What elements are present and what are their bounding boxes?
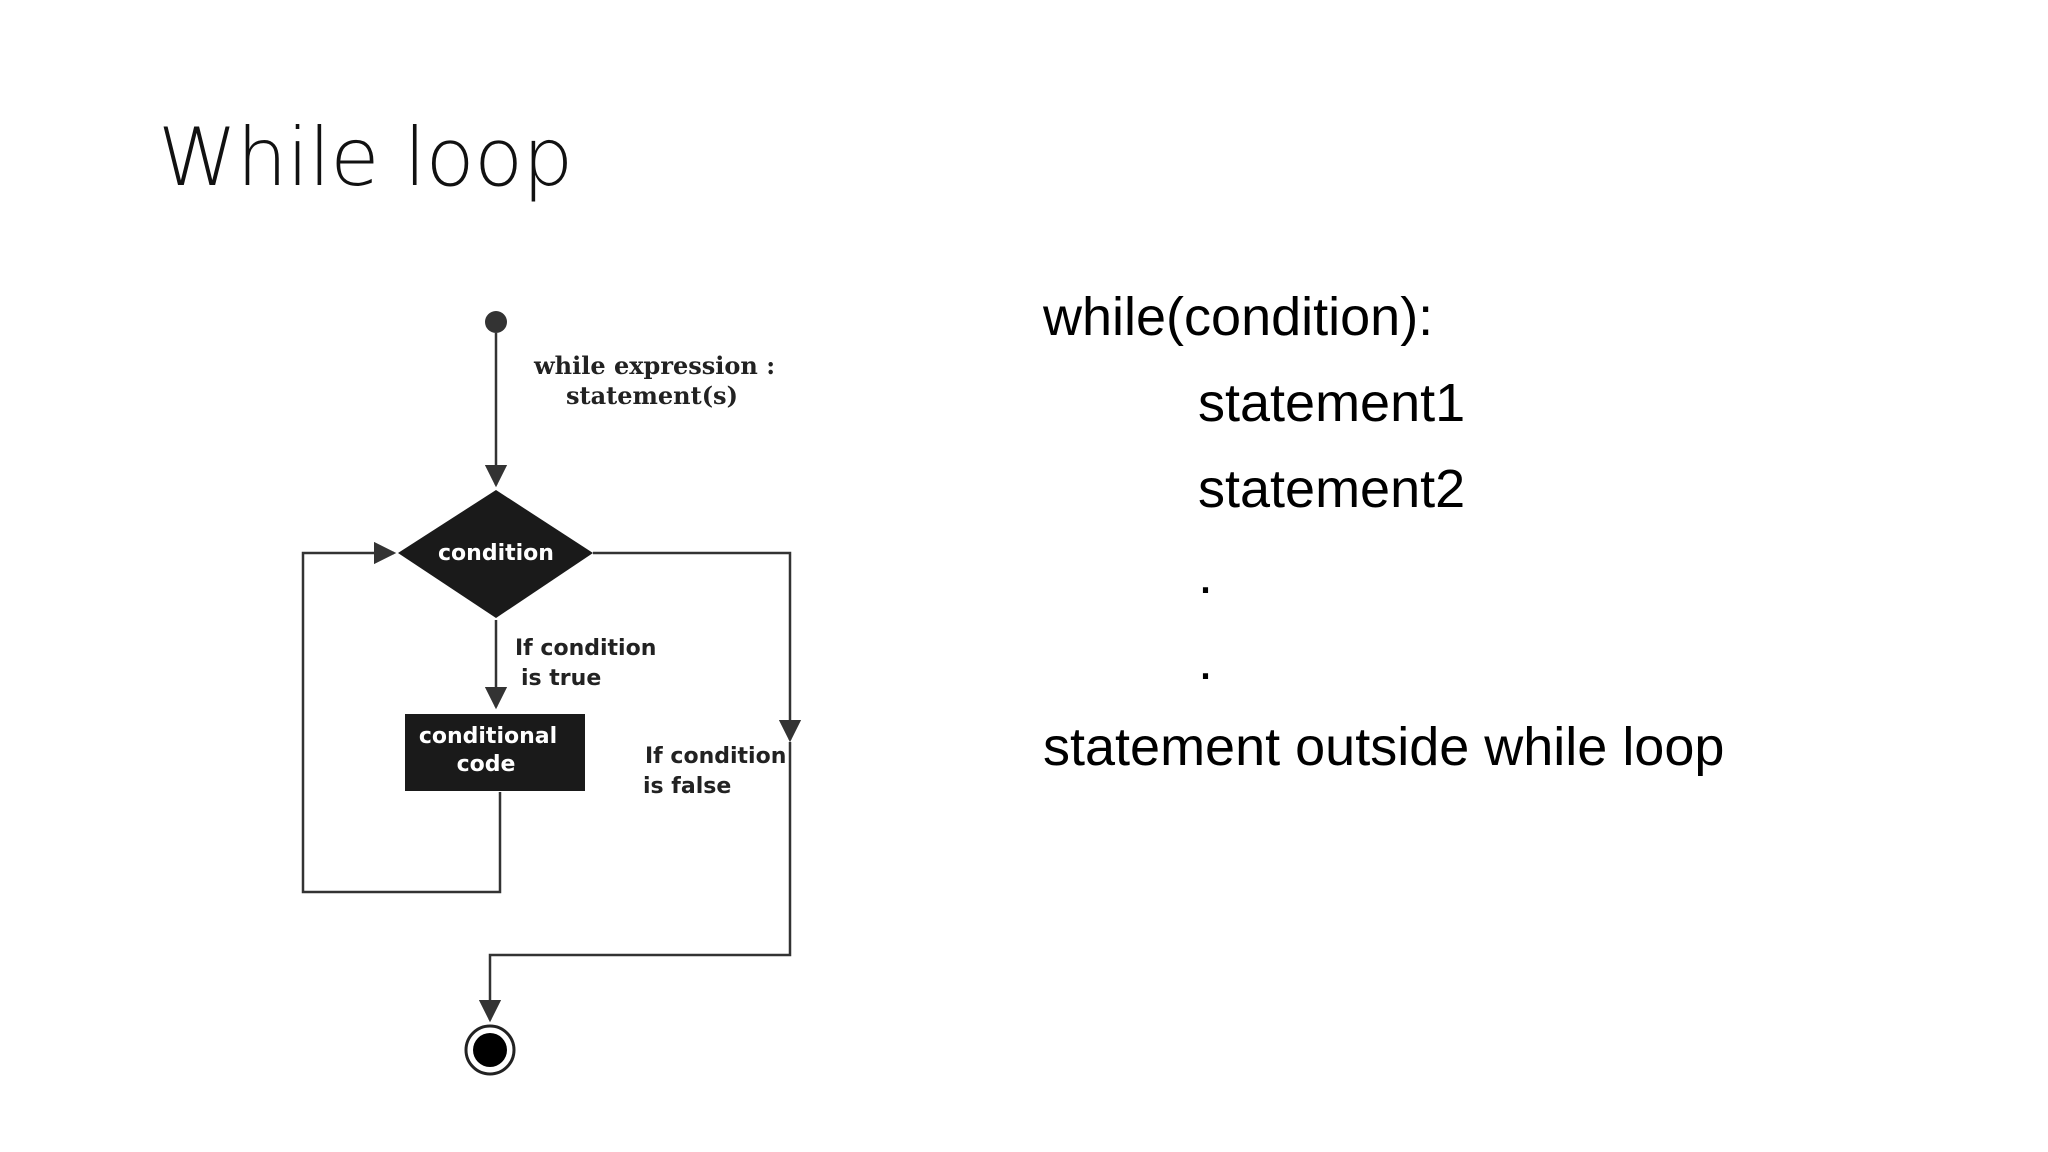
code-line-ellipsis-2: . — [1198, 631, 1214, 691]
code-line-while: while(condition): — [1043, 287, 1434, 347]
code-line-statement1: statement1 — [1198, 373, 1466, 433]
false-branch-label-line1: If condition — [645, 744, 786, 769]
statements-caption: statement(s) — [566, 381, 738, 410]
condition-label: condition — [438, 541, 554, 566]
code-line-ellipsis-1: . — [1198, 545, 1214, 605]
true-branch-label-line1: If condition — [515, 636, 656, 661]
conditional-code-label-line2: code — [457, 752, 516, 777]
loop-back-path — [301, 541, 502, 894]
conditional-code-label-line1: conditional — [419, 724, 557, 749]
conditional-code-box — [405, 714, 585, 791]
start-node — [485, 311, 507, 333]
condition-diamond — [398, 490, 593, 618]
false-branch-to-end-path — [478, 742, 792, 1023]
true-branch-label-line2: is true — [521, 666, 601, 691]
code-line-statement2: statement2 — [1198, 459, 1466, 519]
end-node-inner — [473, 1033, 507, 1067]
while-expression-caption: while expression : — [533, 351, 775, 380]
false-branch-path — [593, 551, 802, 743]
false-branch-label-line2: is false — [643, 774, 731, 799]
slide-title: While loop — [158, 111, 573, 204]
code-line-outside: statement outside while loop — [1043, 717, 1725, 777]
